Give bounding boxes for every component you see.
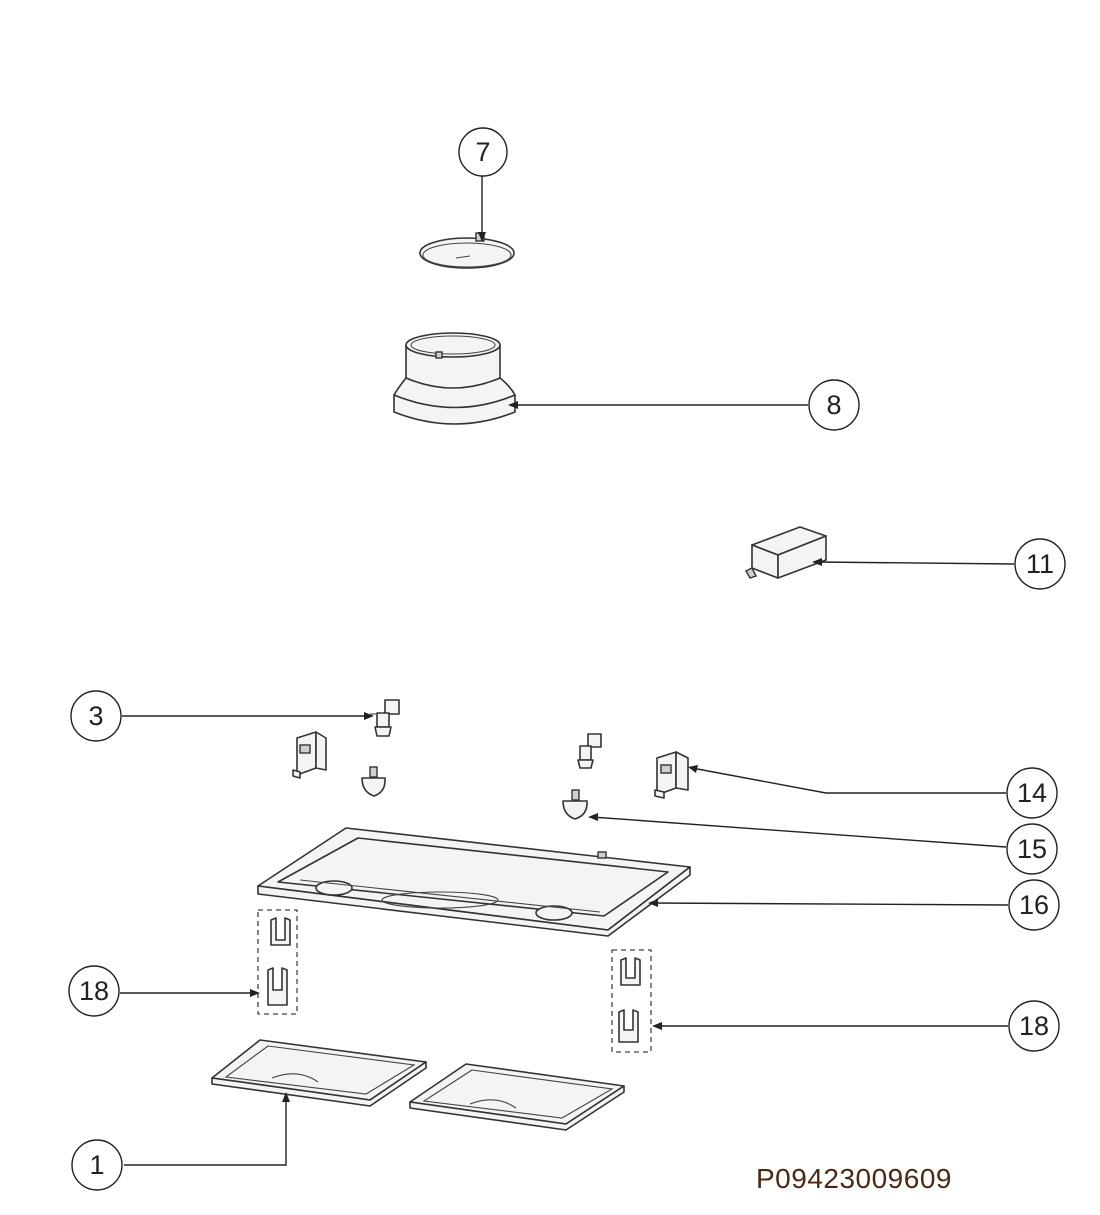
part-15-bulb-left (361, 766, 386, 797)
part-14-holder-right (654, 751, 689, 799)
callout-3: 3 (70, 690, 122, 742)
part-1-filter-right (409, 1063, 625, 1131)
part-18-clips-right (611, 949, 652, 1053)
callout-15: 15 (1006, 823, 1058, 875)
callout-3-label: 3 (88, 701, 103, 731)
callout-11: 11 (1014, 538, 1066, 590)
part-14-holder-left (292, 731, 327, 779)
callout-11-label: 11 (1026, 549, 1054, 579)
callout-7: 7 (458, 127, 508, 177)
callout-15-label: 15 (1017, 834, 1047, 864)
callout-7-label: 7 (475, 137, 490, 167)
callout-18-left: 18 (68, 965, 120, 1017)
part-8-collar (393, 332, 516, 425)
part-1-filter-left (211, 1039, 427, 1107)
callout-8: 8 (808, 379, 860, 431)
part-18-clips-left (257, 909, 298, 1015)
part-15-bulb-right (562, 789, 588, 820)
part-16-frame (257, 827, 691, 937)
document-code: P09423009609 (756, 1163, 952, 1194)
callout-1: 1 (71, 1139, 123, 1191)
part-7-cap (419, 232, 515, 269)
callout-16: 16 (1008, 879, 1060, 931)
callout-14: 14 (1006, 767, 1058, 819)
callout-16-label: 16 (1019, 890, 1049, 920)
part-11-transformer (745, 526, 827, 579)
callout-8-label: 8 (826, 390, 841, 420)
part-3-lamp-clip-left (370, 699, 400, 737)
leader-lines (120, 176, 1015, 1166)
callout-14-label: 14 (1017, 778, 1047, 808)
part-3-lamp-clip-right (577, 733, 602, 769)
callout-18-right-label: 18 (1019, 1011, 1049, 1041)
callout-18-left-label: 18 (79, 976, 109, 1006)
callout-18-right: 18 (1008, 1000, 1060, 1052)
callout-1-label: 1 (89, 1150, 104, 1180)
